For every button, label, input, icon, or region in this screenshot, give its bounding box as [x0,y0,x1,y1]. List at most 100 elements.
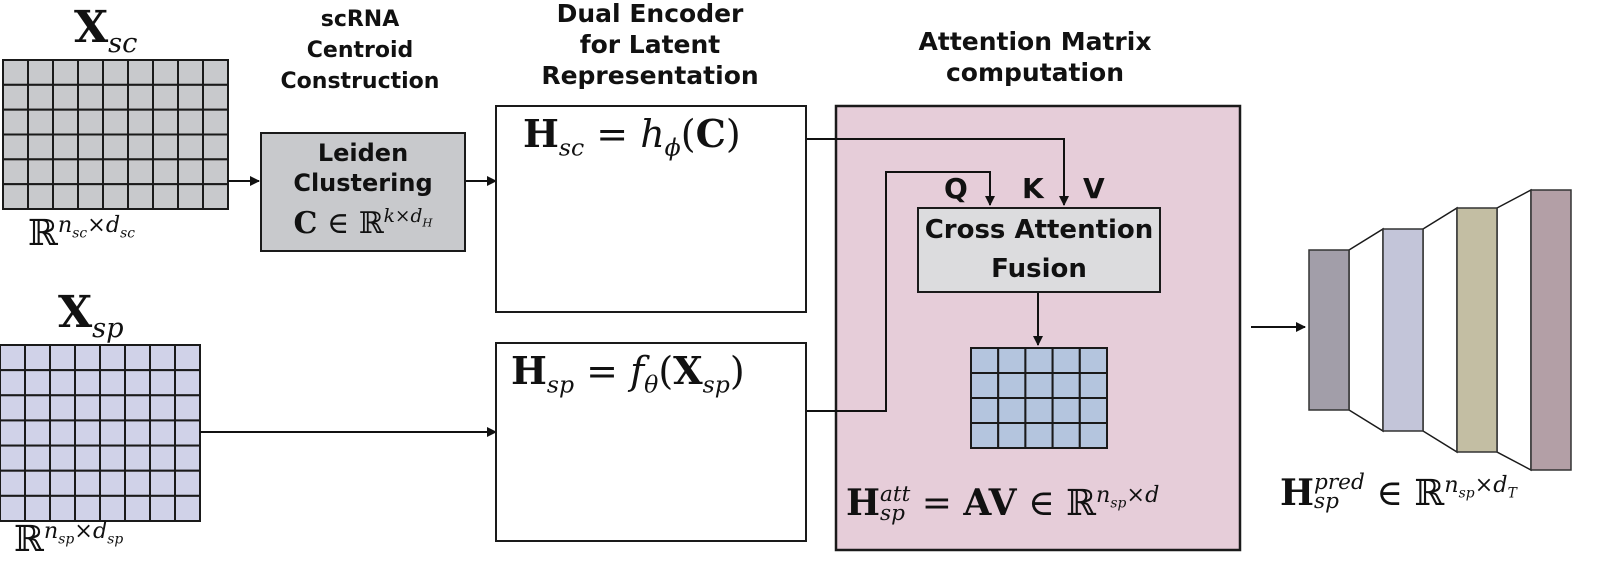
matrix-cell [124,369,151,397]
matrix-cell [74,419,101,447]
matrix-cell [2,183,29,211]
layer-connector [1496,188,1532,472]
matrix-cell [27,108,54,136]
matrix-cell [49,469,76,497]
matrix-cell [127,183,154,211]
matrix-cell [152,108,179,136]
matrix-cell [1024,347,1054,374]
sp-input-dimension: ℝnsp×dsp [14,518,124,560]
matrix-cell [149,469,176,497]
matrix-cell [0,394,26,422]
cross-attention-fusion-box: Cross Attention Fusion [917,207,1161,293]
attention-matrix [970,347,1109,449]
matrix-cell [52,183,79,211]
matrix-cell [99,344,126,372]
matrix-cell [124,494,151,523]
sc-encoder-box: Hsc = hϕ(C) [495,105,807,313]
matrix-cell [970,372,1000,399]
sc-input-label: Xsc [74,2,138,59]
matrix-cell [174,494,201,523]
matrix-cell [997,397,1027,424]
matrix-cell [970,397,1000,424]
matrix-cell [0,369,26,397]
matrix-cell [177,158,204,186]
matrix-cell [102,108,129,136]
heading-line: computation [945,58,1125,87]
matrix-cell [152,158,179,186]
matrix-cell [52,83,79,111]
matrix-cell [77,183,104,211]
sp-expression-matrix [0,344,201,523]
matrix-cell [149,394,176,422]
fusion-line1: Cross Attention [924,215,1154,245]
matrix-cell [152,59,179,86]
matrix-cell [2,158,29,186]
sp-encoder-box: Hsp = fθ(Xsp) [495,342,807,542]
matrix-cell [202,133,229,161]
matrix-cell [1024,422,1054,449]
matrix-cell [49,444,76,472]
matrix-cell [1078,397,1109,424]
matrix-cell [202,83,229,111]
matrix-cell [970,422,1000,449]
matrix-cell [2,108,29,136]
matrix-cell [124,469,151,497]
matrix-cell [1078,372,1109,399]
matrix-cell [177,83,204,111]
matrix-cell [152,133,179,161]
matrix-cell [24,344,51,372]
layer-connector [1422,206,1458,454]
matrix-cell [1051,397,1081,424]
decoder-layers [1308,188,1572,472]
matrix-cell [102,59,129,86]
matrix-cell [124,394,151,422]
heading-line: Representation [541,61,759,90]
attention-stage-heading: Attention Matrix computation [880,26,1190,88]
matrix-cell [124,344,151,372]
matrix-cell [1051,422,1081,449]
matrix-cell [1051,372,1081,399]
matrix-cell [149,419,176,447]
clustering-line1: Leiden [317,139,409,167]
matrix-cell [102,83,129,111]
layer-connector [1348,227,1384,433]
matrix-cell [74,344,101,372]
matrix-cell [52,133,79,161]
matrix-cell [997,372,1027,399]
matrix-cell [0,444,26,472]
matrix-cell [99,419,126,447]
matrix-cell [174,344,201,372]
matrix-cell [127,83,154,111]
matrix-cell [174,394,201,422]
matrix-cell [0,344,26,372]
heading-line: Centroid [306,38,414,63]
matrix-cell [102,133,129,161]
fusion-line2: Fusion [991,254,1087,284]
key-label: K [1022,172,1044,205]
matrix-cell [997,347,1027,374]
matrix-cell [99,369,126,397]
matrix-cell [27,59,54,86]
matrix-cell [99,469,126,497]
matrix-cell [49,369,76,397]
matrix-cell [49,394,76,422]
heading-line: Dual Encoder [556,0,744,28]
matrix-cell [149,369,176,397]
matrix-cell [174,469,201,497]
network-layer [1382,228,1424,432]
matrix-cell [127,59,154,86]
matrix-cell [970,347,1000,374]
matrix-cell [27,183,54,211]
heading-line: for Latent [579,30,721,59]
matrix-cell [177,133,204,161]
matrix-cell [52,59,79,86]
network-layer [1456,207,1498,453]
matrix-cell [149,444,176,472]
matrix-cell [202,59,229,86]
matrix-cell [102,183,129,211]
arrow-hsc-to-kv [806,138,1069,206]
matrix-cell [174,444,201,472]
matrix-cell [74,444,101,472]
matrix-cell [997,422,1027,449]
